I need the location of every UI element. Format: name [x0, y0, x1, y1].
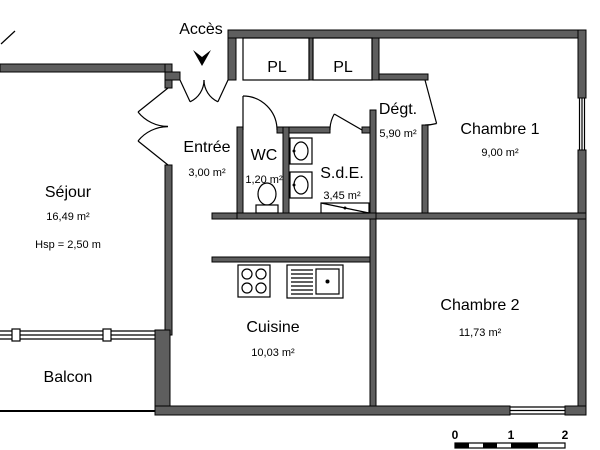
- room-area-wc: 1,20 m²: [245, 174, 283, 186]
- toilet-tank: [255, 204, 279, 214]
- closet-box: [312, 37, 373, 81]
- wall-degt-top: [378, 73, 429, 81]
- room-name-entree: Entrée: [183, 139, 230, 156]
- stove-top: [237, 264, 271, 298]
- closet-label: PL: [333, 59, 353, 76]
- door-sejour: [137, 87, 169, 166]
- access-label: Accès: [179, 21, 223, 38]
- room-name-cuisine: Cuisine: [246, 319, 299, 336]
- burner: [241, 282, 253, 294]
- door-leaf: [137, 140, 169, 166]
- door-swing: [203, 79, 219, 103]
- wall-bottom-left: [154, 405, 511, 416]
- wall-sejour-right: [164, 164, 173, 336]
- wall-chambre1-left: [421, 124, 429, 220]
- walls: [0, 29, 587, 416]
- door-leaf: [333, 113, 363, 131]
- burner: [255, 268, 267, 280]
- window-sejour-balcon: [0, 328, 155, 342]
- room-area-chambre-1: 9,00 m²: [481, 147, 519, 159]
- wall-wc-sde-separator: [282, 126, 290, 220]
- closet-box: [242, 37, 310, 81]
- wall-entree-cuisine-stub: [211, 212, 238, 220]
- room-name-salle-d-eau: S.d.E.: [320, 165, 364, 182]
- scale-tick-label: 1: [508, 428, 515, 442]
- wall-bottom-right: [564, 405, 587, 416]
- door-swing: [424, 122, 437, 126]
- wall-right-lower: [577, 149, 587, 416]
- door-entry: [179, 79, 229, 103]
- toilet-icon: [255, 182, 279, 214]
- door-sde: [329, 113, 363, 131]
- room-area-entree: 3,00 m²: [188, 167, 226, 179]
- door-leaf: [217, 79, 229, 103]
- room-area-degagement: 5,90 m²: [379, 128, 417, 140]
- sink-icon: [286, 264, 344, 299]
- wall-sde-right: [369, 109, 377, 220]
- sink-basin: [315, 268, 340, 295]
- room-name-wc: WC: [251, 147, 278, 164]
- door-swing: [329, 113, 335, 131]
- wall-right-upper: [577, 29, 587, 99]
- scale-bar-outline: [454, 442, 566, 449]
- scale-bar-segment: [511, 443, 538, 448]
- scale-bar-segment: [455, 443, 469, 448]
- wall-entree-top-left-jamb: [164, 71, 181, 81]
- room-name-chambre-1: Chambre 1: [460, 121, 539, 138]
- burner: [241, 268, 253, 280]
- shower-drain: [343, 206, 347, 210]
- door-chambre1: [424, 79, 438, 126]
- stove-icon: [237, 264, 271, 298]
- wall-wc-left: [236, 126, 244, 220]
- kitchen-counter-back: [211, 256, 371, 263]
- toilet-bowl: [257, 182, 277, 206]
- burner: [255, 282, 267, 294]
- sink-drain: [325, 279, 330, 284]
- wall-cuisine-chambre2: [369, 218, 377, 407]
- corner-mark: [0, 30, 16, 45]
- door-leaf: [424, 79, 438, 124]
- closet-label: PL: [267, 59, 287, 76]
- shower-icon: [320, 202, 370, 214]
- wall-chambre1-bottom: [375, 212, 587, 220]
- wall-wc-sde-bottom: [236, 212, 377, 220]
- room-name-balcon: Balcon: [44, 369, 93, 386]
- door-swing: [242, 95, 278, 131]
- wall-balcon-side: [154, 329, 171, 416]
- room-name-degagement: Dégt.: [379, 101, 417, 118]
- wall-closet-right: [371, 37, 380, 81]
- window-post: [11, 328, 21, 342]
- scale-bar: 0 1 2: [452, 428, 569, 449]
- scale-bar-segment: [483, 443, 497, 448]
- room-ceiling-height-sejour: Hsp = 2,50 m: [35, 239, 101, 251]
- window-post: [102, 328, 112, 342]
- washbasin-tap: [292, 183, 296, 187]
- scale-tick-label: 2: [562, 428, 569, 442]
- door-leaf: [179, 79, 191, 103]
- scale-tick-label: 0: [452, 428, 459, 442]
- washbasin-icon: [289, 137, 313, 165]
- wall-sejour-top: [0, 63, 173, 73]
- room-area-salle-d-eau: 3,45 m²: [323, 190, 361, 202]
- door-wc: [242, 95, 278, 131]
- room-area-sejour: 16,49 m²: [46, 211, 90, 223]
- room-area-chambre-2: 11,73 m²: [459, 327, 502, 339]
- room-area-cuisine: 10,03 m²: [251, 347, 295, 359]
- room-name-sejour: Séjour: [45, 184, 92, 201]
- door-swing: [137, 125, 169, 142]
- washbasin-tap: [292, 149, 296, 153]
- washbasin-icon: [289, 171, 313, 199]
- window-chambre1: [578, 98, 586, 150]
- window-chambre2: [510, 406, 565, 415]
- room-name-chambre-2: Chambre 2: [440, 297, 519, 314]
- arrow-down-icon: [193, 50, 211, 66]
- wall-closet-separator: [308, 37, 314, 81]
- wall-top: [227, 29, 587, 39]
- door-leaf: [137, 87, 169, 113]
